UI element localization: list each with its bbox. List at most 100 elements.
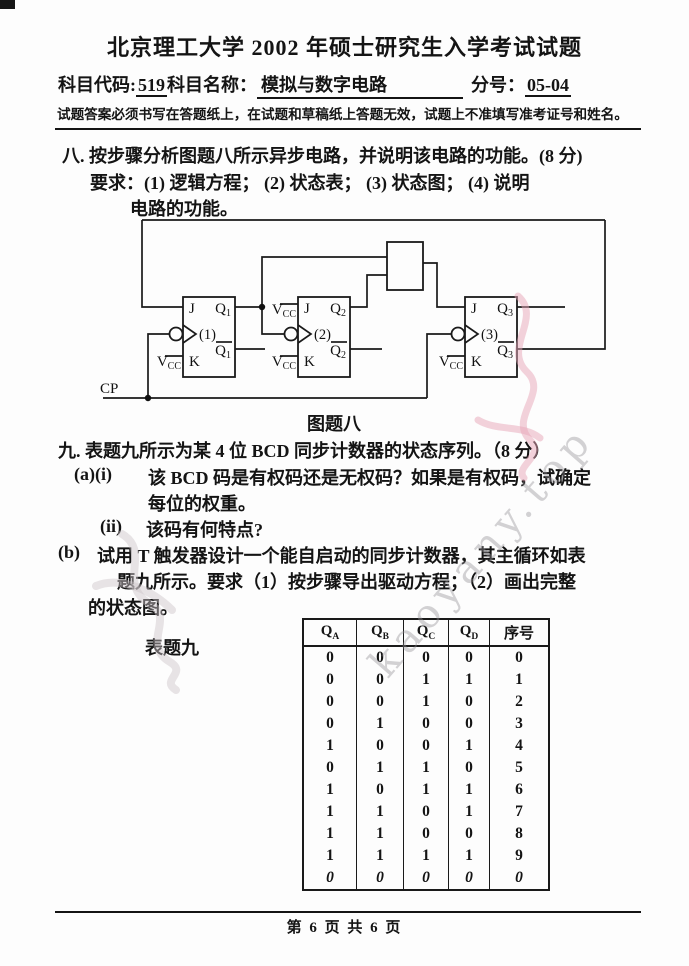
ff3-k-label: K bbox=[471, 354, 482, 370]
table-cell: 9 bbox=[489, 845, 550, 867]
table-cell: 1 bbox=[403, 845, 449, 867]
ff1-j-label: J bbox=[189, 301, 195, 317]
page-number: 第 6 页 共 6 页 bbox=[286, 920, 403, 936]
paper-no-label: 分号： bbox=[471, 75, 525, 95]
table-cell: 0 bbox=[302, 691, 357, 713]
junction-dot bbox=[258, 303, 266, 311]
table-cell: 8 bbox=[489, 823, 550, 845]
flipflop-3: J K (3) Q3 Q3 VCC bbox=[439, 296, 518, 378]
col-header-qd: QD bbox=[448, 619, 490, 647]
table-cell: 2 bbox=[489, 691, 550, 713]
table-cell: 1 bbox=[403, 757, 449, 779]
answer-notice: 试题答案必须书写在答题纸上，在试题和草稿纸上答题无效，试题上不准填写准考证号和姓… bbox=[57, 107, 628, 122]
table-cell: 0 bbox=[302, 669, 357, 691]
col-header-seq: 序号 bbox=[489, 619, 550, 647]
table-cell: 0 bbox=[356, 735, 404, 757]
table-cell: 1 bbox=[302, 823, 357, 845]
table-cell: 0 bbox=[302, 646, 357, 669]
clock-bubble bbox=[168, 326, 184, 342]
table-cell: 0 bbox=[489, 867, 550, 890]
ff2-q-label: Q2 bbox=[330, 301, 346, 319]
table-cell: 0 bbox=[302, 867, 357, 890]
scan-corner-artifact bbox=[0, 0, 15, 9]
table-cell: 0 bbox=[448, 646, 490, 669]
table-cell: 1 bbox=[448, 779, 490, 801]
table-cell: 1 bbox=[403, 669, 449, 691]
table-cell: 1 bbox=[448, 669, 490, 691]
ff2-k-label: K bbox=[304, 354, 315, 370]
clock-bubble bbox=[283, 326, 299, 342]
table-cell: 0 bbox=[403, 801, 449, 823]
figure8-caption: 图题八 bbox=[307, 414, 361, 434]
question8-line3: 电路的功能。 bbox=[130, 199, 238, 219]
ff2-vcc-k-label: VCC bbox=[272, 354, 297, 372]
ff1-k-label: K bbox=[189, 354, 200, 370]
col-header-qa: QA bbox=[302, 619, 357, 647]
table-cell: 1 bbox=[302, 735, 357, 757]
table-cell: 5 bbox=[489, 757, 550, 779]
ff2-qbar-label: Q2 bbox=[330, 343, 346, 361]
ff1-qbar-label: Q1 bbox=[215, 343, 231, 361]
ff3-q-label: Q3 bbox=[497, 301, 513, 319]
table-cell: 3 bbox=[489, 713, 550, 735]
footer-divider bbox=[55, 911, 641, 913]
table-cell: 1 bbox=[403, 779, 449, 801]
clock-bubble bbox=[450, 326, 466, 342]
clock-wedge bbox=[464, 324, 480, 344]
table-cell: 1 bbox=[356, 845, 404, 867]
table-header-row: QA QB QC QD 序号 bbox=[302, 619, 550, 647]
table-cell: 0 bbox=[448, 713, 490, 735]
circuit-wires bbox=[103, 219, 606, 399]
q9-b-text3: 的状态图。 bbox=[88, 598, 178, 618]
table-cell: 1 bbox=[448, 801, 490, 823]
col-header-qb: QB bbox=[356, 619, 404, 647]
table-cell: 6 bbox=[489, 779, 550, 801]
header-divider bbox=[55, 128, 641, 130]
ff2-j-label: J bbox=[304, 301, 310, 317]
table-cell: 1 bbox=[356, 823, 404, 845]
table-cell: 1 bbox=[302, 845, 357, 867]
gate-box bbox=[386, 241, 424, 291]
ff3-j-label: J bbox=[471, 301, 477, 317]
ff3-vcc-k-label: VCC bbox=[439, 354, 464, 372]
table-cell: 1 bbox=[356, 757, 404, 779]
q9-b-text2: 题九所示。要求（1）按步骤导出驱动方程；（2）画出完整 bbox=[117, 572, 576, 592]
table-cell: 0 bbox=[448, 823, 490, 845]
table-cell: 0 bbox=[356, 867, 404, 890]
table-cell: 1 bbox=[448, 735, 490, 757]
junction-dot bbox=[144, 394, 152, 402]
cp-label: CP bbox=[100, 381, 118, 397]
clock-wedge bbox=[297, 324, 313, 344]
table-cell: 7 bbox=[489, 801, 550, 823]
q9-b-text1: 试用 T 触发器设计一个能自启动的同步计数器，其主循环如表 bbox=[97, 546, 586, 566]
table-cell: 0 bbox=[489, 646, 550, 669]
q9-b-label: (b) bbox=[58, 542, 80, 562]
paper-no-value: 05-04 bbox=[525, 75, 571, 97]
flipflop-2: J K (2) Q2 Q2 VCC VCC bbox=[272, 296, 351, 378]
subject-code-label: 科目代码: bbox=[58, 75, 136, 95]
table-cell: 0 bbox=[448, 691, 490, 713]
ff1-number: (1) bbox=[199, 327, 216, 343]
table-cell: 1 bbox=[356, 801, 404, 823]
col-header-qc: QC bbox=[403, 619, 449, 647]
ff1-vcc-k-label: VCC bbox=[157, 354, 182, 372]
subject-code-value: 519 bbox=[136, 75, 167, 97]
subject-name-value: 模拟与数字电路 bbox=[257, 71, 463, 99]
table-cell: 1 bbox=[403, 691, 449, 713]
q9-a-i-label: (a)(i) bbox=[74, 464, 112, 484]
q9-a-i-text1: 该 BCD 码是有权码还是无权码？如果是有权码，试确定 bbox=[148, 468, 592, 488]
ff1-q-label: Q1 bbox=[215, 301, 231, 319]
ff2-number: (2) bbox=[314, 327, 331, 343]
